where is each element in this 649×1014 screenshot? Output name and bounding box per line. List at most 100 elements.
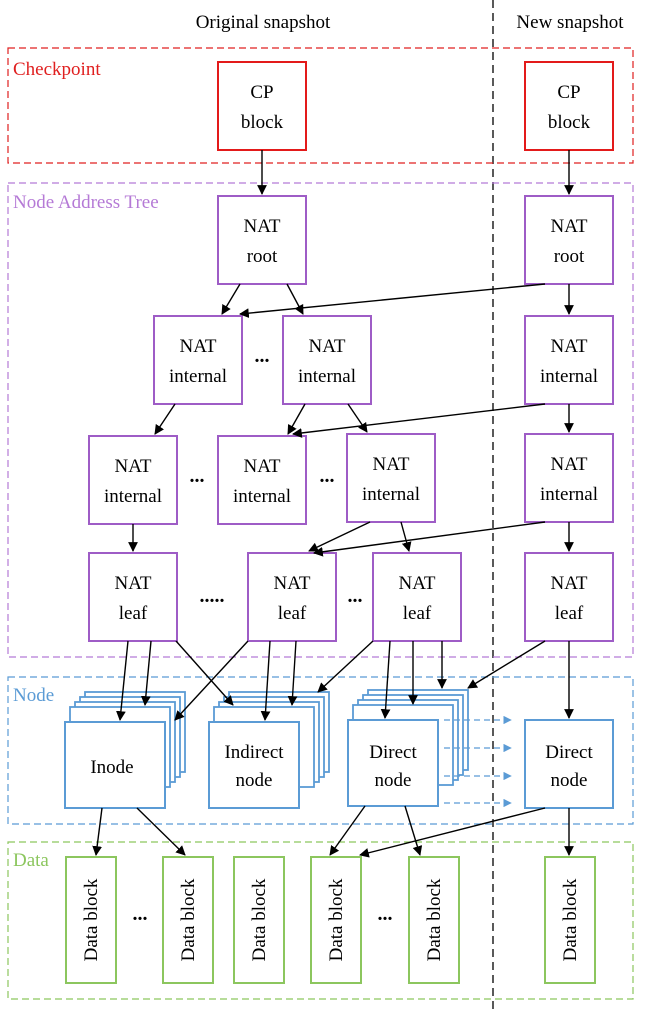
svg-text:block: block xyxy=(548,112,591,133)
ellipsis-data-a: ... xyxy=(133,903,148,925)
direct-node-stack: Direct node xyxy=(347,689,469,807)
svg-text:internal: internal xyxy=(362,484,420,505)
svg-text:NAT: NAT xyxy=(309,336,346,357)
checkpoint-region-label: Checkpoint xyxy=(13,59,101,80)
nat-internal-l1-a: NAT internal xyxy=(153,315,243,405)
pointer-arrows xyxy=(92,150,574,858)
svg-text:Direct: Direct xyxy=(369,742,417,763)
data-block-1: Data block xyxy=(65,856,117,984)
svg-text:Data block: Data block xyxy=(178,878,199,961)
arrow-int1new-int2b xyxy=(292,403,546,438)
node-region-label: Node xyxy=(13,685,54,706)
arrow-direct-data4 xyxy=(329,805,366,856)
arrow-leafa-indirect xyxy=(175,640,234,706)
node-region xyxy=(7,676,634,825)
svg-text:NAT: NAT xyxy=(180,336,217,357)
arrow-int2c-leafc xyxy=(400,521,412,552)
cp-block-new: CP block xyxy=(524,61,614,151)
svg-text:internal: internal xyxy=(233,486,291,507)
svg-text:Direct: Direct xyxy=(545,742,593,763)
arrow-inode-data1 xyxy=(92,807,103,856)
arrow-root-new-int-a xyxy=(239,283,546,319)
ellipsis-leaf-a: ..... xyxy=(200,585,225,607)
svg-text:Data block: Data block xyxy=(560,878,581,961)
nat-leaf-c: NAT leaf xyxy=(372,552,462,642)
arrow-leafnew-direct xyxy=(467,640,546,689)
arrow-leafb-indirect-1 xyxy=(260,640,271,721)
svg-text:leaf: leaf xyxy=(403,603,432,624)
arrow-int2c-leafb xyxy=(308,521,371,552)
ellipsis-data-b: ... xyxy=(378,903,393,925)
svg-text:CP: CP xyxy=(557,82,580,103)
arrow-root-int-a xyxy=(221,283,241,315)
indirect-node-stack: Indirect node xyxy=(208,691,330,809)
svg-text:root: root xyxy=(554,246,585,267)
arrow-int1a-int2a xyxy=(154,403,176,435)
nat-region xyxy=(7,182,634,658)
svg-text:Data block: Data block xyxy=(81,878,102,961)
svg-text:leaf: leaf xyxy=(555,603,584,624)
svg-text:NAT: NAT xyxy=(274,573,311,594)
ellipsis-internal-l2-b: ... xyxy=(320,465,335,487)
arrow-leafb-indirect-2 xyxy=(287,640,298,706)
arrow-int1b-int2b xyxy=(287,403,306,435)
data-region xyxy=(7,841,634,1000)
data-block-2: Data block xyxy=(162,856,214,984)
nat-leaf-b: NAT leaf xyxy=(247,552,337,642)
svg-text:NAT: NAT xyxy=(244,456,281,477)
svg-text:root: root xyxy=(247,246,278,267)
checkpoint-region xyxy=(7,47,634,164)
nat-leaf-a: NAT leaf xyxy=(88,552,178,642)
svg-text:NAT: NAT xyxy=(551,336,588,357)
arrow-leafc-indirect xyxy=(317,640,374,693)
nat-leaf-new: NAT leaf xyxy=(524,552,614,642)
svg-text:NAT: NAT xyxy=(115,456,152,477)
arrow-leafa-inode-2 xyxy=(140,640,152,706)
ellipsis-internal-l1: ... xyxy=(255,345,270,367)
svg-text:NAT: NAT xyxy=(115,573,152,594)
nat-internal-l1-b: NAT internal xyxy=(282,315,372,405)
data-block-new: Data block xyxy=(544,856,596,984)
arrow-leafa-inode-1 xyxy=(116,640,129,721)
svg-text:internal: internal xyxy=(298,366,356,387)
svg-text:Data block: Data block xyxy=(424,878,445,961)
nat-internal-l2-a: NAT internal xyxy=(88,435,178,525)
ellipsis-leaf-b: ... xyxy=(348,585,363,607)
arrow-directnew-data4 xyxy=(359,807,546,858)
arrow-leafb-inode xyxy=(174,640,249,721)
svg-text:leaf: leaf xyxy=(119,603,148,624)
svg-text:internal: internal xyxy=(169,366,227,387)
arrow-root-int-b xyxy=(286,283,304,315)
data-block-4: Data block xyxy=(310,856,362,984)
svg-text:NAT: NAT xyxy=(373,454,410,475)
nat-internal-l2-new: NAT internal xyxy=(524,433,614,523)
svg-text:Data block: Data block xyxy=(249,878,270,961)
svg-text:NAT: NAT xyxy=(551,454,588,475)
svg-text:internal: internal xyxy=(104,486,162,507)
arrow-inode-data2 xyxy=(136,807,186,856)
svg-text:node: node xyxy=(551,770,588,791)
direct-node-new: Direct node xyxy=(524,719,614,809)
svg-text:NAT: NAT xyxy=(551,216,588,237)
arrow-int1b-int2c xyxy=(347,403,368,433)
data-block-5: Data block xyxy=(408,856,460,984)
nat-internal-l2-b: NAT internal xyxy=(217,435,307,525)
inode-label: Inode xyxy=(90,757,133,778)
svg-text:Data block: Data block xyxy=(326,878,347,961)
svg-text:Indirect: Indirect xyxy=(224,742,284,763)
svg-text:internal: internal xyxy=(540,366,598,387)
arrow-leafc-direct-1 xyxy=(380,640,391,719)
data-block-3: Data block xyxy=(233,856,285,984)
inode-stack: Inode xyxy=(64,691,186,809)
svg-text:node: node xyxy=(375,770,412,791)
nat-region-label: Node Address Tree xyxy=(13,192,159,213)
svg-text:NAT: NAT xyxy=(399,573,436,594)
arrow-int2new-leafb xyxy=(313,521,546,557)
copy-arrows xyxy=(444,715,512,808)
nat-root-original: NAT root xyxy=(217,195,307,285)
svg-text:NAT: NAT xyxy=(244,216,281,237)
ellipsis-internal-l2-a: ... xyxy=(190,465,205,487)
svg-text:internal: internal xyxy=(540,484,598,505)
svg-text:node: node xyxy=(236,770,273,791)
